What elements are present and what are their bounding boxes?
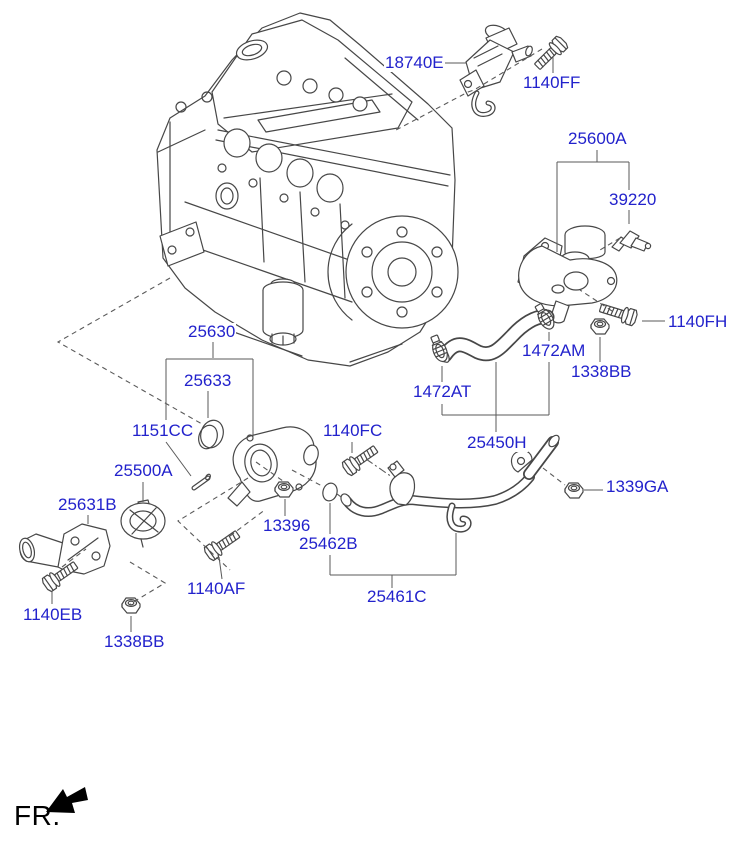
bolt-1140ff-part [530,34,570,74]
part-label-25500A[interactable]: 25500A [113,461,174,480]
thermostat-housing-part [227,426,319,507]
pipe-oring-part [322,482,338,502]
part-label-1472AT[interactable]: 1472AT [412,382,473,401]
part-label-1140AF[interactable]: 1140AF [186,579,247,598]
nut-1339ga-part [564,482,584,499]
water-inlet-fitting-part [18,523,111,575]
part-label-1140FH[interactable]: 1140FH [667,312,729,331]
coolant-pipe-part [340,434,560,533]
coolant-outlet-assembly-part [517,225,618,324]
part-label-25630[interactable]: 25630 [187,322,237,341]
part-label-1338BB-right[interactable]: 1338BB [570,362,633,381]
part-label-1472AM[interactable]: 1472AM [521,341,587,360]
part-label-1151CC[interactable]: 1151CC [131,421,195,440]
gasket-oring-part [198,419,224,450]
fr-direction-arrow-icon [46,787,88,813]
purge-control-valve-part [459,24,533,117]
part-label-1140FF[interactable]: 1140FF [522,73,582,92]
stud-pin-part [191,473,211,491]
part-label-25450H[interactable]: 25450H [466,433,528,452]
part-label-25633[interactable]: 25633 [183,371,233,390]
part-label-25631B[interactable]: 25631B [57,495,118,514]
thermostat-part [120,499,166,548]
part-label-25462B[interactable]: 25462B [298,534,359,553]
engine-illustration [156,12,459,367]
nut-13396-part [274,481,294,498]
part-label-25600A[interactable]: 25600A [567,129,628,148]
coolant-temp-sensor-part [611,230,652,252]
part-label-13396[interactable]: 13396 [262,516,312,535]
part-label-39220[interactable]: 39220 [608,190,658,209]
part-label-25461C[interactable]: 25461C [366,587,428,606]
bolt-1140fc-part [340,441,381,478]
assembly-dashed-lines [56,48,621,605]
front-direction-label: FR. [14,800,61,831]
nut-1338bb-right-part [590,318,610,335]
bolt-1140af-part [202,526,243,563]
part-label-1140EB[interactable]: 1140EB [22,605,84,624]
leader-lines [51,56,665,632]
part-label-1140FC[interactable]: 1140FC [322,421,384,440]
part-label-18740E[interactable]: 18740E [384,53,445,72]
part-label-1338BB-left[interactable]: 1338BB [103,632,166,651]
part-label-1339GA[interactable]: 1339GA [605,477,670,496]
